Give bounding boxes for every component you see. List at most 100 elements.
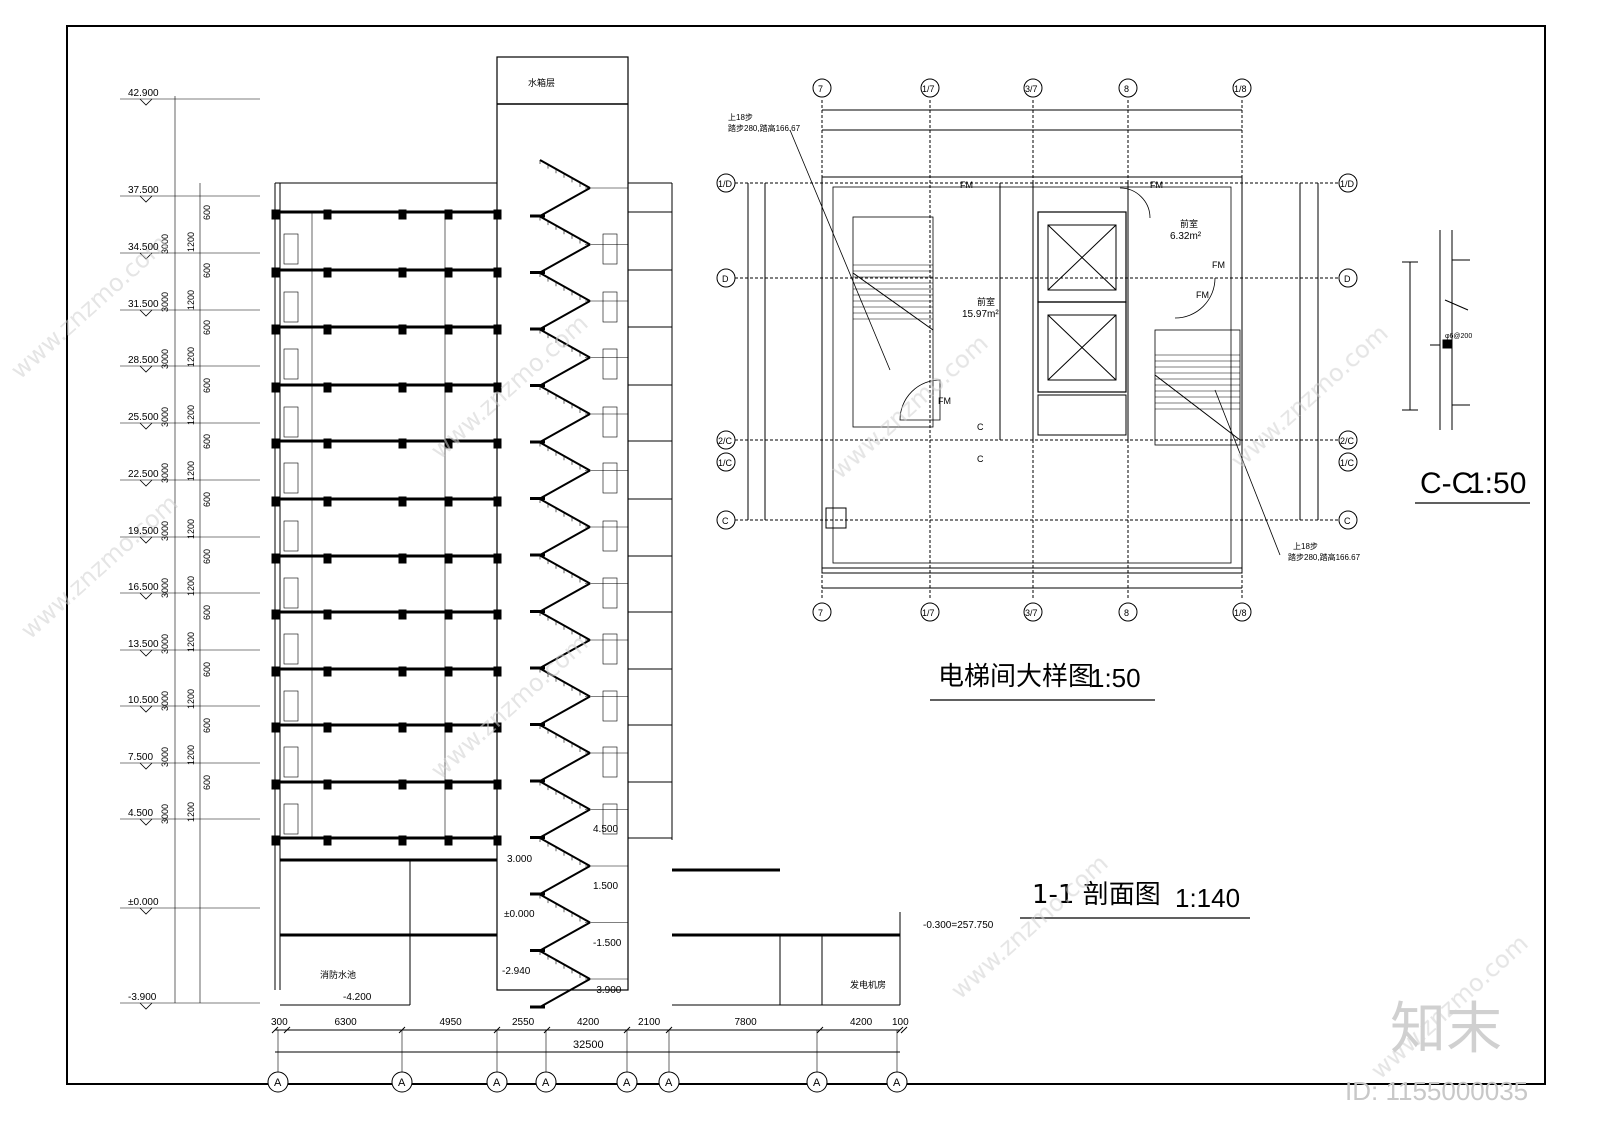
column-section — [493, 609, 502, 620]
column-section — [444, 835, 453, 846]
watermark-3: www.znzmo.com — [825, 329, 993, 484]
axis-letter: A — [493, 1077, 501, 1089]
axis-letter: A — [813, 1077, 821, 1089]
section-labels: 水箱层 消防水池 发电机房 -0.300=257.750 4.500 3.000… — [320, 77, 994, 1051]
plan-axis-bubble — [1118, 78, 1138, 98]
window-opening — [283, 803, 299, 835]
level-label-7: -3.900 — [593, 985, 622, 996]
plan-axis-label: C — [1344, 516, 1351, 526]
column-section — [323, 267, 332, 278]
column-section — [444, 267, 453, 278]
dim-1200: 1200 — [186, 632, 196, 652]
plan-axis-bubble — [812, 78, 832, 98]
stair-flight — [539, 611, 591, 669]
left-stair-treads — [853, 264, 933, 320]
dim-tick — [900, 1026, 908, 1034]
plan-axis-label: 3/7 — [1025, 608, 1038, 618]
stair-flight — [539, 272, 591, 330]
column-section — [271, 609, 280, 620]
plan-axis-label: 1/8 — [1234, 608, 1247, 618]
cc-detail — [1402, 230, 1470, 430]
elevation-triangle — [139, 818, 153, 826]
dimension-value: 4200 — [577, 1017, 600, 1028]
column-section — [493, 438, 502, 449]
room-name-1: 前室 — [977, 296, 995, 307]
plan-axis-bubble — [1232, 78, 1252, 98]
dim-1200: 1200 — [186, 405, 196, 425]
door-opening — [602, 746, 618, 778]
column-section — [323, 209, 332, 220]
axis-bubble — [616, 1071, 638, 1093]
dimension-value: 2550 — [512, 1017, 535, 1028]
dim-600: 600 — [202, 492, 212, 507]
column-section — [398, 722, 407, 733]
column-section — [271, 553, 280, 564]
column-section — [493, 722, 502, 733]
dim-tick — [896, 1026, 904, 1034]
column-section — [493, 666, 502, 677]
level-label-2: 3.000 — [507, 854, 532, 865]
door-tag-2: FM — [1150, 180, 1163, 190]
stair-up-note-1: 上18步 — [728, 113, 753, 122]
axis-bubble — [535, 1071, 557, 1093]
axis-letter: A — [542, 1077, 550, 1089]
column-section — [323, 382, 332, 393]
plan-axis-bubble — [716, 430, 736, 450]
stair-flight — [539, 385, 591, 443]
floor-slabs — [271, 209, 672, 846]
level-label-4: ±0.000 — [504, 909, 535, 920]
plan-axis-bubble — [1118, 602, 1138, 622]
plan-axis-label: 8 — [1124, 84, 1129, 94]
dimension-value: 4950 — [440, 1017, 463, 1028]
basement-room-2: 发电机房 — [850, 979, 886, 990]
stair-flights — [530, 159, 628, 1009]
column-section — [444, 382, 453, 393]
dim-3000: 3000 — [160, 292, 170, 312]
elevation-triangle — [139, 195, 153, 203]
dim-1200: 1200 — [186, 290, 196, 310]
elevation-triangle — [139, 365, 153, 373]
stair-flight — [539, 498, 591, 556]
axis-letter: A — [274, 1077, 282, 1089]
column-section — [444, 324, 453, 335]
dim-1200: 1200 — [186, 576, 196, 596]
column-section — [444, 666, 453, 677]
column-section — [493, 324, 502, 335]
plan-axis-label: 2/C — [718, 436, 733, 446]
sheet-border — [66, 25, 1546, 1085]
column-section — [444, 209, 453, 220]
plan-labels: 前室 15.97m² 前室 6.32m² FM FM FM FM FM 上18步… — [728, 113, 1361, 562]
plan-axis-label: 7 — [818, 84, 823, 94]
room-area-2: 6.32m² — [1170, 231, 1202, 242]
plan-axis-bubble — [716, 173, 736, 193]
dim-3000: 3000 — [160, 804, 170, 824]
section-title: 1-1 剖面图 — [1032, 880, 1161, 910]
room-name-2: 前室 — [1180, 218, 1198, 229]
plan-axis-label: 3/7 — [1025, 84, 1038, 94]
door-opening — [602, 462, 618, 494]
stair-flight — [539, 724, 591, 782]
window-opening — [283, 291, 299, 323]
elevation-triangle — [139, 252, 153, 260]
column-section — [271, 496, 280, 507]
column-section — [323, 609, 332, 620]
column-section — [493, 496, 502, 507]
plan-axis-bubble — [1338, 452, 1358, 472]
dim-600: 600 — [202, 320, 212, 335]
stair-flight — [539, 441, 591, 500]
door-opening — [602, 406, 618, 438]
dim-600: 600 — [202, 662, 212, 677]
elevation-label: 19.500 — [128, 526, 159, 537]
column-section — [444, 609, 453, 620]
basement-room-1: 消防水池 — [320, 969, 356, 980]
door-opening — [602, 291, 618, 323]
window-opening — [283, 348, 299, 380]
elevator-title: 电梯间大样图 — [938, 662, 1094, 692]
column-section — [323, 496, 332, 507]
dim-1200: 1200 — [186, 745, 196, 765]
elevation-label: ±0.000 — [128, 897, 159, 908]
axis-letter: A — [665, 1077, 673, 1089]
elevation-label: 34.500 — [128, 242, 159, 253]
column-section — [271, 666, 280, 677]
